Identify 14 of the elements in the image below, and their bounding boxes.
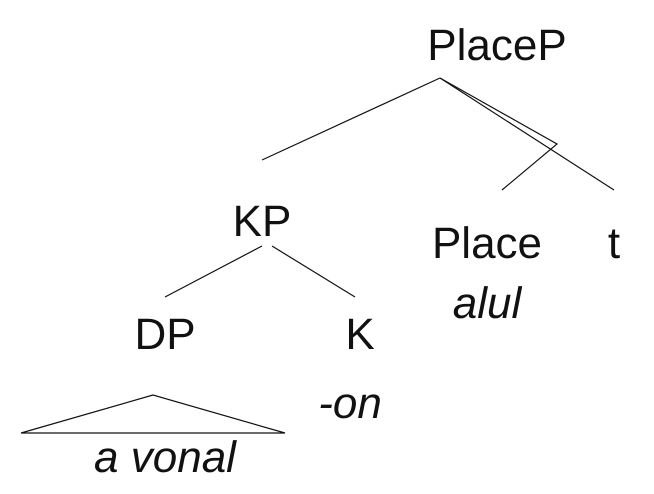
tree-branch [440,77,558,190]
category-label: PlaceP [426,22,568,72]
category-label: KP [232,196,292,246]
tree-branch [262,77,440,161]
word-form: a vonal [94,434,236,482]
category-label: K [344,309,376,359]
word-form: alul [452,280,522,328]
tree-branch [440,78,614,190]
category-label: DP [133,309,197,359]
category-label: t [606,218,622,268]
category-label: Place [430,218,544,268]
tree-branch [272,245,356,298]
tree-branch [164,245,262,298]
word-form: -on [318,380,382,428]
